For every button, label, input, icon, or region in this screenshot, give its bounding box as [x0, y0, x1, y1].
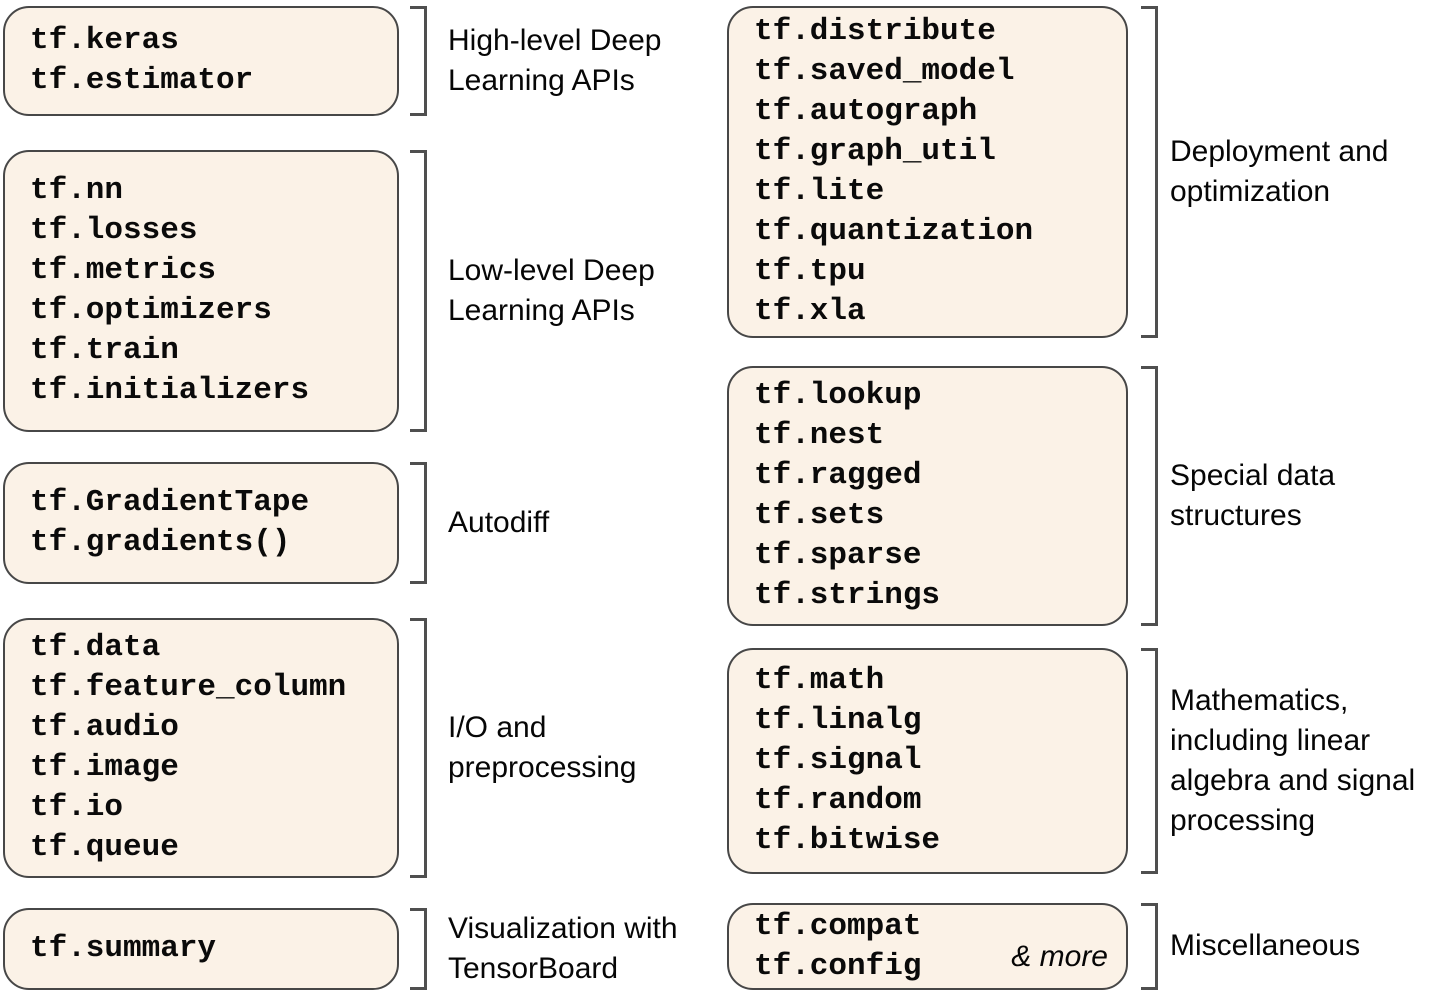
- api-module: tf.optimizers: [30, 293, 272, 328]
- api-module: tf.compat: [754, 908, 922, 944]
- group-label-deployment-optimization: Deployment and optimization: [1170, 135, 1389, 208]
- group-bracket: [410, 150, 427, 432]
- api-module: tf.bitwise: [754, 823, 941, 858]
- api-box-miscellaneous: tf.compat tf.config & more: [727, 903, 1128, 990]
- api-module: tf.gradients(): [30, 525, 291, 560]
- api-module: tf.strings: [754, 578, 941, 613]
- group-label-high-level-dl: High-level Deep Learning APIs: [448, 24, 662, 97]
- api-box-high-level-dl: tf.keras tf.estimator: [3, 6, 399, 116]
- group-bracket: [1141, 903, 1158, 990]
- group-bracket: [410, 6, 427, 116]
- api-module: tf.math: [754, 663, 885, 698]
- group-bracket: [1141, 366, 1158, 626]
- group-label-io-preprocessing: I/O and preprocessing: [448, 711, 637, 784]
- group-label-mathematics: Mathematics, including linear algebra an…: [1170, 684, 1416, 837]
- api-module: tf.lookup: [754, 378, 922, 413]
- api-module: tf.feature_column: [30, 670, 347, 705]
- api-box-io-preprocessing: tf.data tf.feature_column tf.audio tf.im…: [3, 618, 399, 878]
- api-box-visualization: tf.summary: [3, 908, 399, 990]
- api-module: tf.linalg: [754, 703, 922, 738]
- api-module: tf.audio: [30, 710, 179, 745]
- api-module: tf.autograph: [754, 94, 978, 129]
- api-module: tf.nest: [754, 418, 885, 453]
- api-module: tf.io: [30, 790, 124, 825]
- api-module: tf.nn: [30, 173, 124, 208]
- api-box-autodiff: tf.GradientTape tf.gradients(): [3, 462, 399, 584]
- api-module: tf.data: [30, 630, 161, 665]
- api-module: tf.config: [754, 948, 922, 984]
- api-module: tf.ragged: [754, 458, 922, 493]
- api-module: tf.xla: [754, 294, 866, 329]
- api-box-low-level-dl: tf.nn tf.losses tf.metrics tf.optimizers…: [3, 150, 399, 432]
- api-box-mathematics: tf.math tf.linalg tf.signal tf.random tf…: [727, 648, 1128, 874]
- api-module: tf.losses: [30, 213, 198, 248]
- group-bracket: [410, 908, 427, 990]
- api-module: tf.sets: [754, 498, 885, 533]
- group-bracket: [410, 618, 427, 878]
- group-bracket: [410, 462, 427, 584]
- group-label-special-data-structures: Special data structures: [1170, 459, 1336, 532]
- group-bracket: [1141, 648, 1158, 874]
- api-module: tf.image: [30, 750, 179, 785]
- api-module: tf.random: [754, 783, 922, 818]
- group-label-miscellaneous: Miscellaneous: [1170, 929, 1361, 962]
- api-module: tf.metrics: [30, 253, 217, 288]
- api-module: tf.signal: [754, 743, 922, 778]
- group-label-low-level-dl: Low-level Deep Learning APIs: [448, 254, 655, 327]
- group-bracket: [1141, 6, 1158, 338]
- api-module: tf.graph_util: [754, 134, 996, 169]
- api-box-deployment-optimization: tf.distribute tf.saved_model tf.autograp…: [727, 6, 1128, 338]
- api-module: tf.initializers: [30, 373, 310, 408]
- api-module: tf.keras: [30, 23, 179, 58]
- more-note: & more: [1011, 940, 1108, 973]
- api-module: tf.tpu: [754, 254, 866, 289]
- api-module: tf.saved_model: [754, 54, 1015, 89]
- api-module: tf.distribute: [754, 14, 996, 49]
- api-module: tf.GradientTape: [30, 485, 310, 520]
- api-module: tf.summary: [30, 931, 217, 966]
- group-label-visualization: Visualization with TensorBoard: [448, 912, 678, 985]
- api-module: tf.queue: [30, 830, 179, 865]
- group-label-autodiff: Autodiff: [448, 506, 550, 539]
- api-module: tf.quantization: [754, 214, 1034, 249]
- api-module: tf.estimator: [30, 63, 254, 98]
- api-module: tf.sparse: [754, 538, 922, 573]
- api-box-special-data-structures: tf.lookup tf.nest tf.ragged tf.sets tf.s…: [727, 366, 1128, 626]
- api-module: tf.train: [30, 333, 179, 368]
- api-module: tf.lite: [754, 174, 885, 209]
